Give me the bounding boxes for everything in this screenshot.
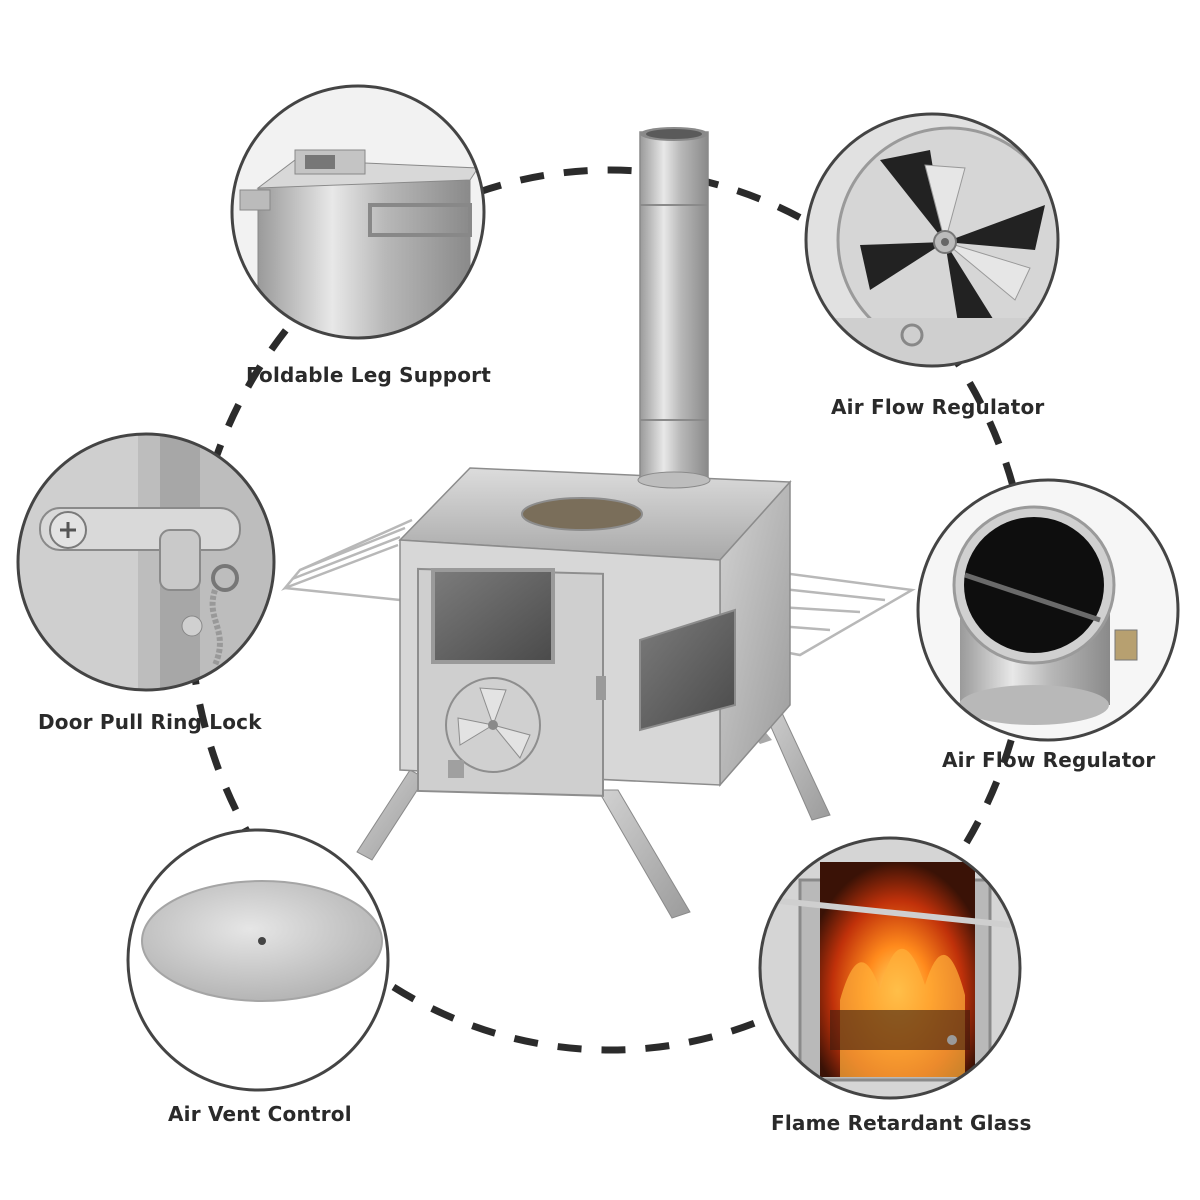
label-air-vent-control: Air Vent Control — [168, 1102, 352, 1126]
detail-circle-flame-glass — [758, 836, 1022, 1100]
label-foldable-leg-support: Foldable Leg Support — [246, 363, 491, 387]
stove-illustration — [280, 127, 916, 919]
detail-circle-air-vent-control — [126, 828, 390, 1092]
detail-circle-door-lock — [16, 432, 276, 692]
detail-circle-leg-support — [230, 84, 486, 340]
label-air-flow-regulator-2: Air Flow Regulator — [942, 748, 1156, 772]
label-door-pull-ring-lock: Door Pull Ring Lock — [38, 710, 262, 734]
detail-circle-air-flow-regulator-fan — [804, 112, 1060, 368]
detail-circle-air-flow-regulator-pipe — [916, 478, 1180, 742]
label-air-flow-regulator-1: Air Flow Regulator — [831, 395, 1045, 419]
label-flame-retardant-glass: Flame Retardant Glass — [771, 1111, 1032, 1135]
